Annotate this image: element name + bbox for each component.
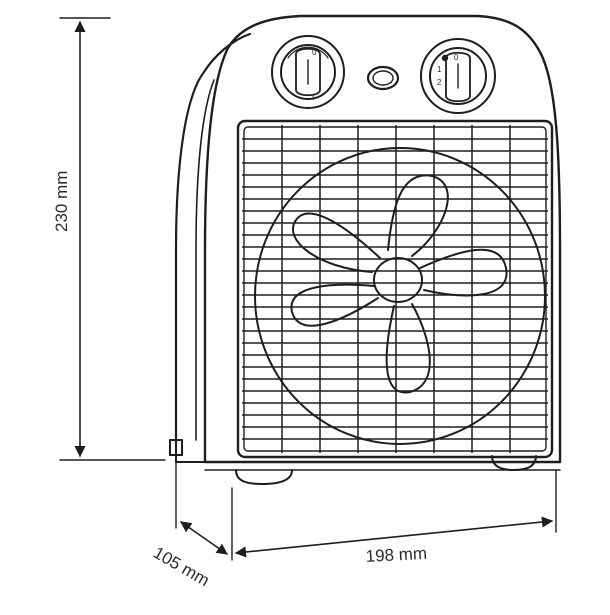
grille-wires bbox=[242, 125, 548, 453]
indicator-lamp bbox=[366, 65, 400, 91]
grille-frame-outer bbox=[236, 119, 554, 459]
depth-label: 105 mm bbox=[150, 543, 213, 590]
fan-blade-bottom bbox=[385, 303, 431, 394]
fan-blade-top bbox=[387, 174, 449, 257]
fan-housing-ring bbox=[254, 147, 546, 445]
width-dimension-line bbox=[234, 516, 554, 558]
depth-dimension-line bbox=[180, 521, 228, 555]
thermostat-knob bbox=[271, 35, 345, 109]
rear-foot bbox=[169, 439, 183, 456]
heater-body bbox=[169, 14, 562, 485]
thermostat-mark-zero: 0 bbox=[312, 48, 317, 57]
depth-dimension bbox=[175, 461, 228, 555]
front-grille bbox=[236, 119, 554, 459]
back-shell-outline bbox=[174, 32, 252, 440]
thermostat-scale-arc bbox=[287, 46, 329, 59]
width-label: 198 mm bbox=[365, 544, 427, 566]
mode-knob-grip bbox=[445, 51, 471, 103]
fan-blade-left-upper bbox=[292, 212, 381, 273]
grille-frame-inner bbox=[243, 126, 547, 452]
mode-knob-dial bbox=[429, 47, 487, 105]
mode-knob-bezel bbox=[420, 38, 496, 114]
height-dimension bbox=[59, 17, 166, 461]
indicator-lamp-inner bbox=[372, 70, 394, 86]
fan-blade-right bbox=[419, 248, 508, 297]
mode-mark-zero: 0 bbox=[454, 53, 459, 62]
fan-blade-left-lower bbox=[290, 283, 379, 327]
front-foot-right bbox=[491, 455, 537, 471]
mode-mark-two: 2 bbox=[437, 78, 442, 87]
fan-blades bbox=[290, 174, 508, 394]
thermostat-knob-bezel bbox=[271, 35, 345, 109]
front-face bbox=[203, 14, 562, 464]
mode-selector-knob bbox=[420, 38, 496, 114]
height-label: 230 mm bbox=[52, 171, 71, 232]
thermostat-knob-grip bbox=[295, 47, 321, 97]
thermostat-knob-dial bbox=[280, 44, 336, 100]
front-foot-left bbox=[235, 469, 293, 485]
fan-hub bbox=[373, 257, 423, 303]
width-dimension bbox=[231, 469, 557, 561]
thermostat-mark-max: I bbox=[312, 93, 314, 102]
mode-fan-dot-icon bbox=[441, 54, 449, 62]
side-edge bbox=[195, 79, 215, 441]
power-indicator-light bbox=[366, 65, 400, 91]
mode-mark-one: 1 bbox=[437, 65, 442, 74]
